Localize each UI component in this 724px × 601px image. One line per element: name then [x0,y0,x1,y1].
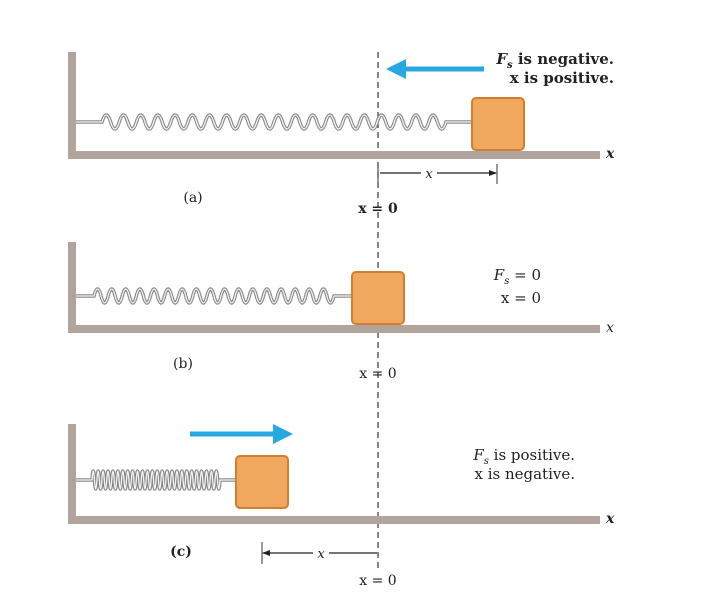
floor-a [68,151,600,159]
condition-b-line1: Fs = 0 [493,266,541,287]
panel-b: Fs = 0 x = 0 x (b) x = 0 [68,242,614,382]
spring-coil-highlight [76,288,352,304]
spring-coil-highlight [76,114,472,130]
origin-label-c: x = 0 [359,573,396,589]
axis-label-a: x [605,146,615,162]
panel-a: Fs is negative. x is positive. x x (a) x… [68,50,615,217]
panel-label-a: (a) [183,190,202,206]
block-c [235,455,289,509]
wall-a [68,52,76,158]
wall-c [68,424,76,524]
condition-b-line2: x = 0 [501,289,541,307]
origin-label-b: x = 0 [359,366,396,382]
block-a [471,97,525,151]
wall-b [68,242,76,332]
panel-label-b: (b) [173,356,193,372]
axis-label-b: x [606,320,614,336]
condition-c-line2: x is negative. [474,465,575,483]
condition-a-line1: Fs is negative. [495,50,614,71]
axis-label-c: x [605,511,615,527]
spring-b [76,287,352,305]
displacement-label-a: x [425,167,433,182]
panel-label-c: (c) [170,544,192,560]
floor-b [68,325,600,333]
condition-c-line1: Fs is positive. [472,446,575,467]
spring-coil-highlight [76,470,236,490]
spring-c [76,469,236,491]
panel-c: Fs is positive. x is negative. x x (c) x… [68,424,615,589]
displacement-label-c: x [317,547,325,562]
condition-a-line2: x is positive. [510,69,614,87]
spring-a [76,113,472,131]
block-b [351,271,405,325]
origin-label-a: x = 0 [358,201,398,217]
floor-c [68,516,600,524]
